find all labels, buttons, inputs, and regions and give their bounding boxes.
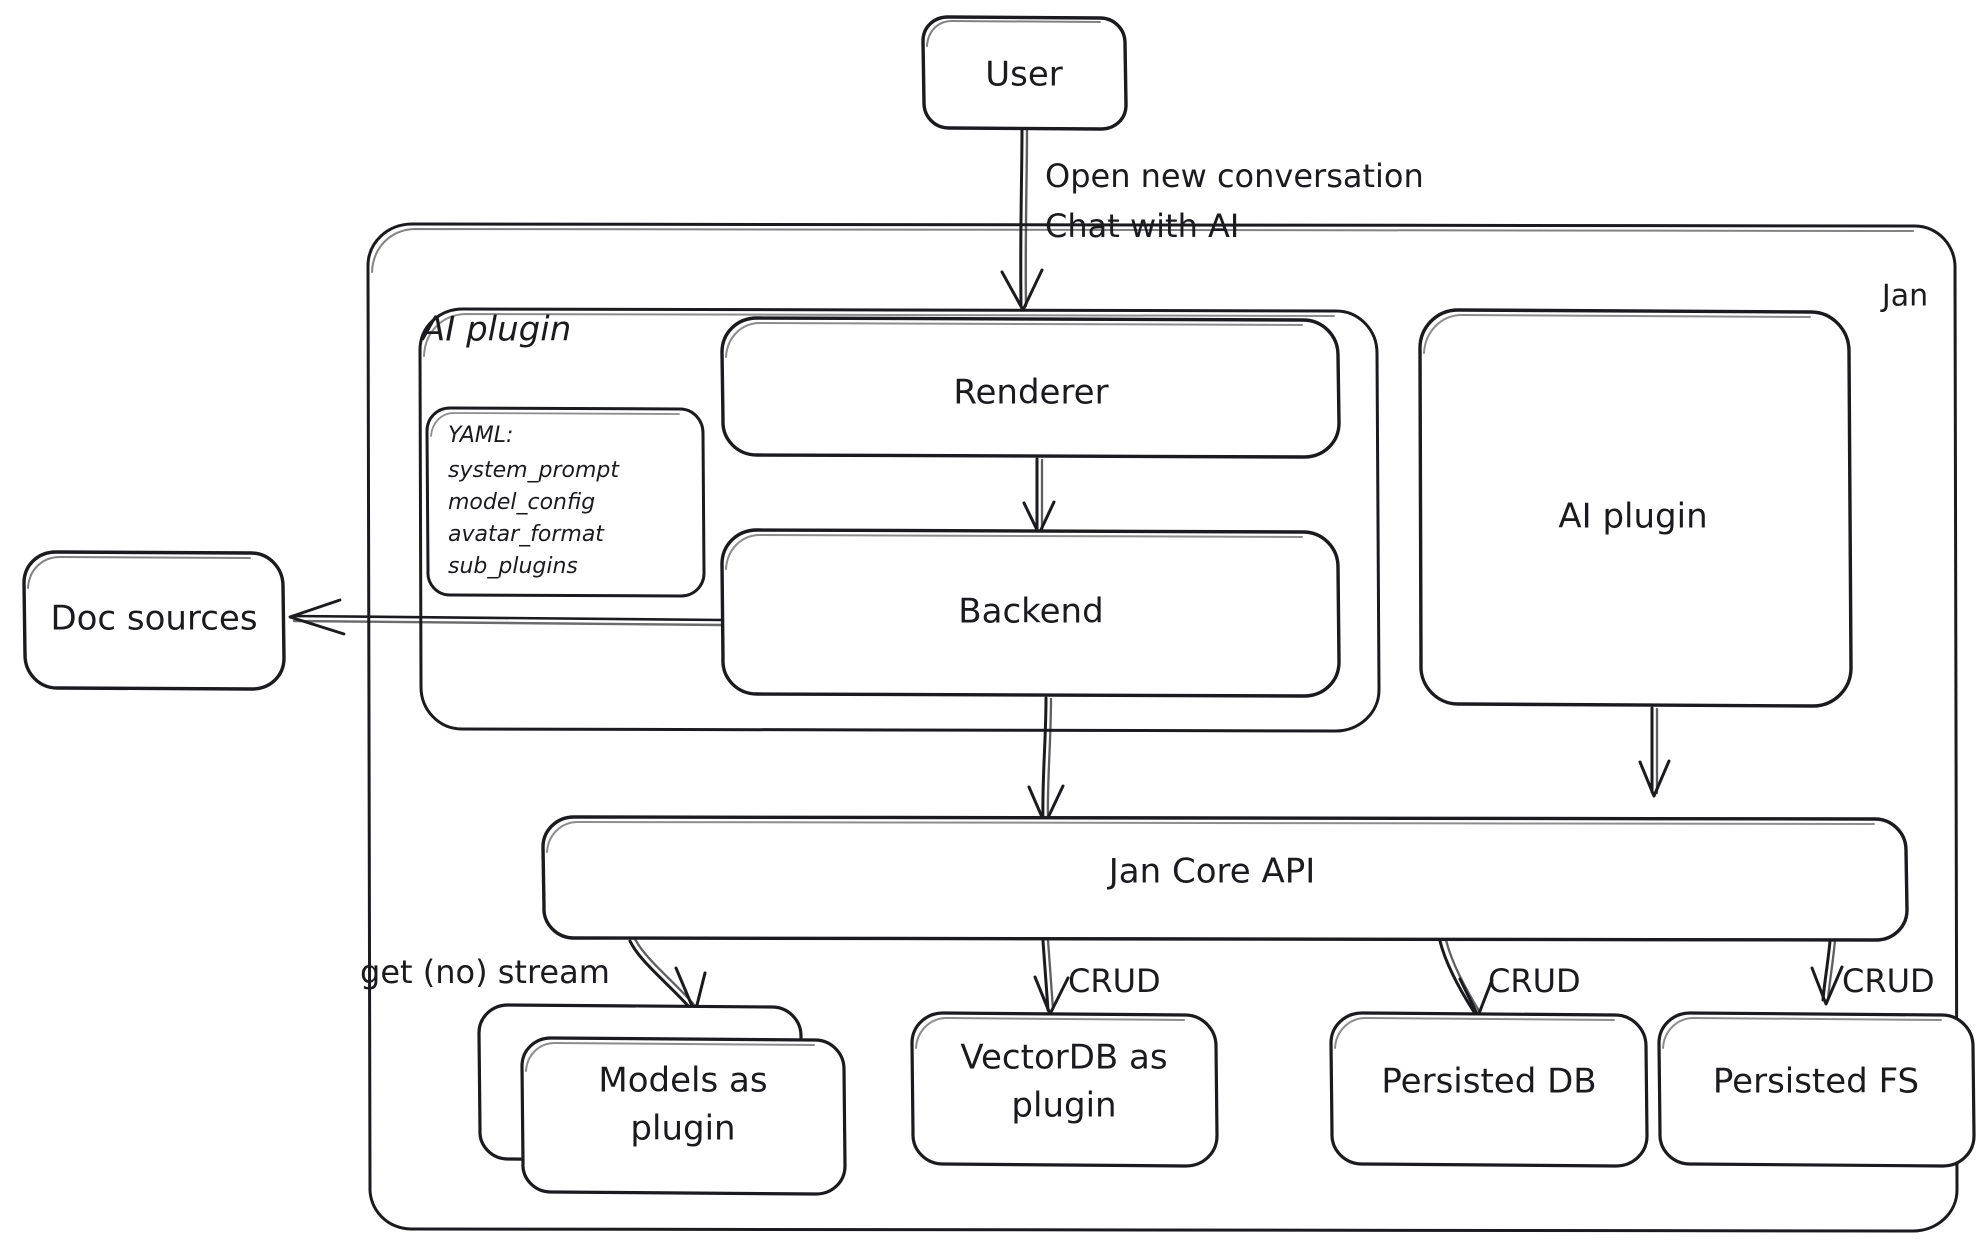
edge-backend-to-doc-sources <box>288 598 724 636</box>
ai-plugin-group-label: AI plugin <box>420 310 571 350</box>
edge-crud-persisted-db-label: CRUD <box>1488 962 1581 1000</box>
edge-get-no-stream-label: get (no) stream <box>360 953 610 991</box>
node-ai-plugin-box-label: AI plugin <box>1558 497 1707 537</box>
edge-core-api-to-persisted-fs: CRUD <box>1810 938 1935 1006</box>
node-vectordb-label-line1: VectorDB as <box>960 1038 1167 1078</box>
edge-user-label-line1: Open new conversation <box>1045 157 1424 195</box>
node-models-as-plugin[interactable]: Models as plugin <box>477 1003 847 1196</box>
jan-container: Jan <box>366 222 1959 1233</box>
node-vectordb-label-line2: plugin <box>1011 1086 1116 1126</box>
yaml-config-card: YAML: system_prompt model_config avatar_… <box>425 406 706 598</box>
yaml-card-header: YAML: <box>448 423 513 448</box>
node-vectordb-as-plugin[interactable]: VectorDB as plugin <box>910 1011 1219 1168</box>
node-models-label-line2: plugin <box>630 1109 735 1149</box>
node-persisted-fs[interactable]: Persisted FS <box>1657 1011 1976 1168</box>
node-doc-sources[interactable]: Doc sources <box>22 550 286 691</box>
edge-core-api-to-persisted-db: CRUD <box>1438 938 1581 1018</box>
node-models-label-line1: Models as <box>598 1061 767 1101</box>
node-doc-sources-label: Doc sources <box>50 599 257 639</box>
node-persisted-fs-label: Persisted FS <box>1713 1062 1919 1102</box>
edge-ai-plugin-to-core-api <box>1638 706 1671 798</box>
node-renderer[interactable]: Renderer <box>720 316 1341 459</box>
edge-crud-vectordb-label: CRUD <box>1068 962 1161 1000</box>
node-ai-plugin-box[interactable]: AI plugin <box>1418 308 1853 708</box>
edge-crud-persisted-fs-label: CRUD <box>1842 962 1935 1000</box>
yaml-item-system-prompt: system_prompt <box>448 458 620 483</box>
node-backend-label: Backend <box>958 592 1103 632</box>
node-user[interactable]: User <box>921 15 1128 131</box>
node-jan-core-api[interactable]: Jan Core API <box>541 815 1909 942</box>
node-backend[interactable]: Backend <box>720 528 1341 698</box>
ai-plugin-group: AI plugin <box>418 307 1381 733</box>
node-persisted-db[interactable]: Persisted DB <box>1329 1011 1649 1168</box>
jan-container-label: Jan <box>1880 279 1928 314</box>
edge-renderer-to-backend <box>1022 457 1056 536</box>
edge-user-to-renderer: Open new conversation Chat with AI <box>1000 128 1424 312</box>
node-jan-core-api-label: Jan Core API <box>1107 852 1316 892</box>
node-user-label: User <box>985 55 1063 95</box>
node-persisted-db-label: Persisted DB <box>1381 1062 1596 1102</box>
edge-backend-to-core-api <box>1027 696 1065 826</box>
yaml-item-model-config: model_config <box>448 490 595 515</box>
edge-core-api-to-vectordb: CRUD <box>1033 938 1161 1016</box>
node-renderer-label: Renderer <box>953 373 1108 413</box>
yaml-item-avatar-format: avatar_format <box>448 522 605 547</box>
edge-core-api-to-models: get (no) stream <box>360 937 707 1015</box>
edge-user-label-line2: Chat with AI <box>1045 207 1239 245</box>
yaml-item-sub-plugins: sub_plugins <box>448 554 578 579</box>
